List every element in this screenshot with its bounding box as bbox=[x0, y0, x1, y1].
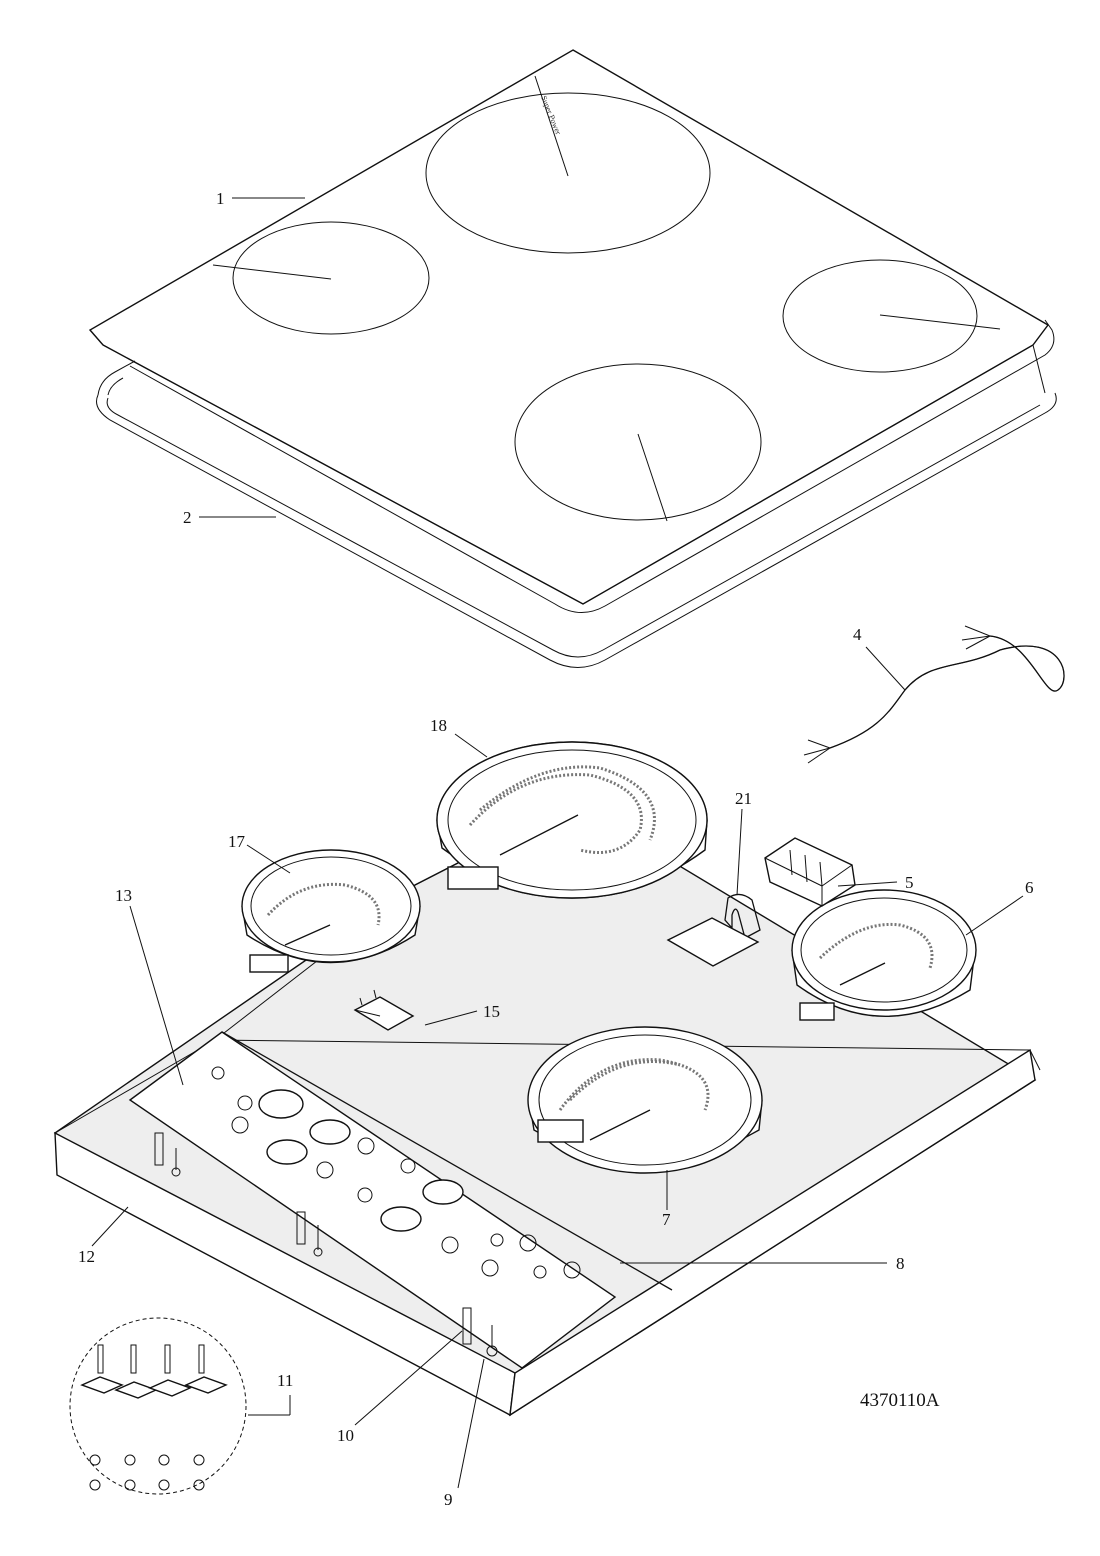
drawing-code: 4370110A bbox=[860, 1390, 940, 1411]
callout-11: 11 bbox=[277, 1371, 293, 1390]
springs-and-studs bbox=[154, 1132, 498, 1357]
sensor-bracket-15 bbox=[353, 989, 415, 1031]
callout-5: 5 bbox=[905, 873, 914, 892]
callout-12: 12 bbox=[78, 1247, 95, 1266]
leader-lines bbox=[91, 197, 1024, 1489]
control-board-13 bbox=[128, 1031, 673, 1369]
callout-4: 4 bbox=[853, 625, 862, 644]
callout-13: 13 bbox=[115, 886, 132, 905]
callout-2: 2 bbox=[183, 508, 192, 527]
callout-21: 21 bbox=[735, 789, 752, 808]
callout-1: 1 bbox=[216, 189, 225, 208]
heating-element-18 bbox=[436, 741, 708, 899]
callout-8: 8 bbox=[896, 1254, 905, 1273]
callout-9: 9 bbox=[444, 1490, 453, 1509]
heating-element-7 bbox=[527, 1026, 763, 1174]
callout-15: 15 bbox=[483, 1002, 500, 1021]
terminal-block bbox=[764, 837, 856, 907]
callout-labels: 1 2 4 5 6 7 8 9 10 11 12 13 15 17 18 21 bbox=[78, 189, 1034, 1509]
gasket-frame bbox=[96, 319, 1057, 668]
callout-7: 7 bbox=[662, 1210, 671, 1229]
rating-label bbox=[666, 917, 760, 967]
fixing-kit-11 bbox=[69, 1317, 291, 1495]
power-cable bbox=[803, 625, 1065, 764]
callout-18: 18 bbox=[430, 716, 447, 735]
heating-element-17 bbox=[241, 849, 421, 973]
callout-10: 10 bbox=[337, 1426, 354, 1445]
callout-17: 17 bbox=[228, 832, 246, 851]
callout-6: 6 bbox=[1025, 878, 1034, 897]
glass-cooktop: Super Power bbox=[88, 49, 1050, 605]
heating-element-6 bbox=[791, 889, 977, 1021]
